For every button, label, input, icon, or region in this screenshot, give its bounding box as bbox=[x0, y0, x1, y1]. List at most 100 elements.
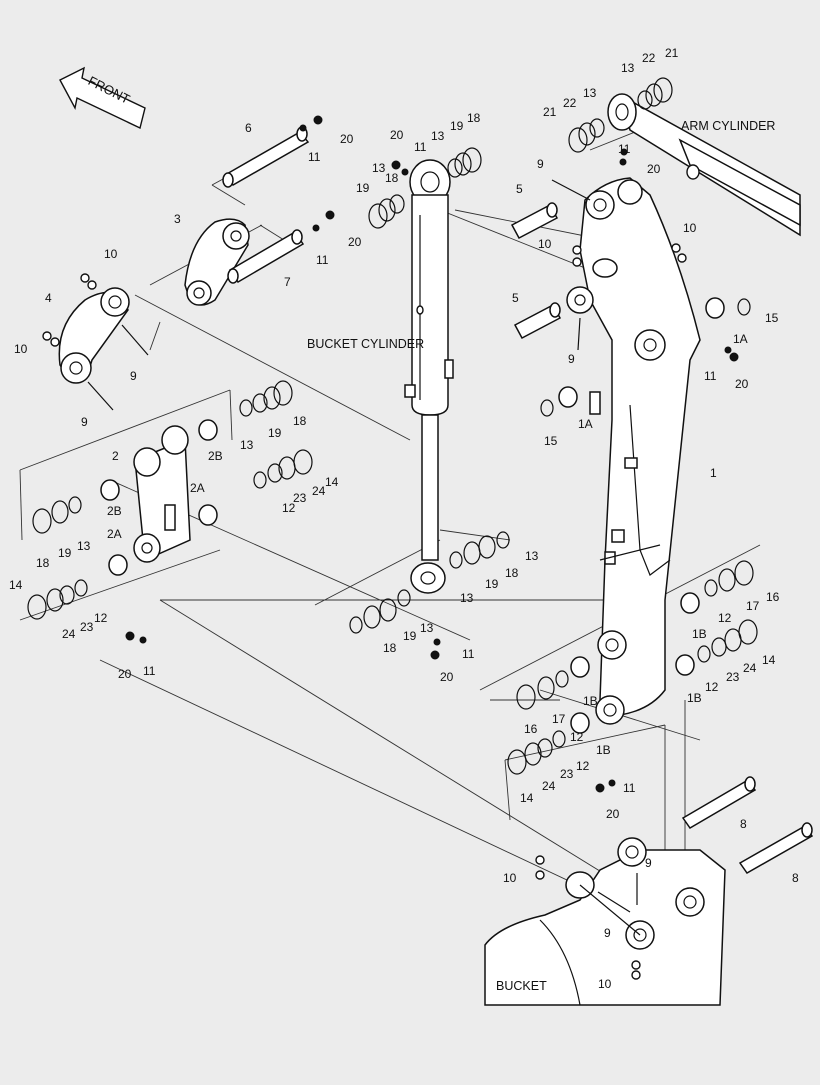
callout-11: 11 bbox=[143, 664, 156, 678]
callout-1A: 1A bbox=[578, 417, 593, 431]
pin-7 bbox=[227, 229, 305, 284]
callout-9: 9 bbox=[537, 157, 544, 171]
assembly-leader-lines bbox=[19, 129, 801, 906]
callout-12: 12 bbox=[718, 611, 732, 625]
callout-13: 13 bbox=[621, 61, 635, 75]
pin-8-upper bbox=[681, 776, 757, 829]
callout-19: 19 bbox=[450, 119, 464, 133]
callout-10: 10 bbox=[683, 221, 697, 235]
callout-1B: 1B bbox=[692, 627, 707, 641]
front-direction-arrow: FRONT bbox=[59, 66, 146, 129]
callout-14: 14 bbox=[762, 653, 776, 667]
bucket-label: BUCKET bbox=[496, 979, 547, 993]
arm-body bbox=[566, 177, 701, 725]
callout-2A: 2A bbox=[107, 527, 122, 541]
bushings bbox=[100, 297, 725, 734]
callout-18: 18 bbox=[505, 566, 519, 580]
callout-15: 15 bbox=[544, 434, 558, 448]
bucket bbox=[484, 837, 726, 1006]
callout-13: 13 bbox=[420, 621, 434, 635]
callout-20: 20 bbox=[606, 807, 620, 821]
callout-13: 13 bbox=[431, 129, 445, 143]
callout-9: 9 bbox=[568, 352, 575, 366]
callout-22: 22 bbox=[563, 96, 577, 110]
bucket-cylinder bbox=[404, 159, 454, 594]
callout-13: 13 bbox=[77, 539, 91, 553]
callout-5: 5 bbox=[512, 291, 519, 305]
callout-21: 21 bbox=[665, 46, 679, 60]
pin-5-upper bbox=[510, 202, 559, 240]
pin-8-lower bbox=[738, 822, 814, 874]
callout-9: 9 bbox=[645, 856, 652, 870]
callout-10: 10 bbox=[104, 247, 118, 261]
washer-stacks bbox=[27, 77, 758, 775]
callout-17: 17 bbox=[746, 599, 760, 613]
callout-20: 20 bbox=[118, 667, 132, 681]
callout-10: 10 bbox=[598, 977, 612, 991]
callout-2B: 2B bbox=[107, 504, 122, 518]
callout-12: 12 bbox=[570, 730, 584, 744]
callout-14: 14 bbox=[520, 791, 534, 805]
callout-1A: 1A bbox=[733, 332, 748, 346]
callout-24: 24 bbox=[542, 779, 556, 793]
callout-11: 11 bbox=[308, 150, 321, 164]
callout-1B: 1B bbox=[687, 691, 702, 705]
callout-16: 16 bbox=[524, 722, 538, 736]
callout-16: 16 bbox=[766, 590, 780, 604]
callout-20: 20 bbox=[440, 670, 454, 684]
callout-20: 20 bbox=[340, 132, 354, 146]
callout-18: 18 bbox=[36, 556, 50, 570]
callout-13: 13 bbox=[372, 161, 386, 175]
callout-13: 13 bbox=[460, 591, 474, 605]
callout-12: 12 bbox=[705, 680, 719, 694]
callout-19: 19 bbox=[356, 181, 370, 195]
callout-21: 21 bbox=[543, 105, 557, 119]
callout-11: 11 bbox=[462, 647, 475, 661]
arm-cylinder bbox=[607, 93, 801, 237]
callout-11: 11 bbox=[623, 781, 636, 795]
callout-11: 11 bbox=[316, 253, 329, 267]
callout-3: 3 bbox=[174, 212, 181, 226]
callout-9: 9 bbox=[130, 369, 137, 383]
callout-17: 17 bbox=[552, 712, 566, 726]
callout-7: 7 bbox=[284, 275, 291, 289]
callout-9: 9 bbox=[604, 926, 611, 940]
callout-13: 13 bbox=[240, 438, 254, 452]
callout-18: 18 bbox=[385, 171, 399, 185]
callout-23: 23 bbox=[80, 620, 94, 634]
callout-19: 19 bbox=[268, 426, 282, 440]
callout-14: 14 bbox=[325, 475, 339, 489]
callout-1: 1 bbox=[710, 466, 717, 480]
callout-12: 12 bbox=[282, 501, 296, 515]
callout-4: 4 bbox=[45, 291, 52, 305]
callout-labels: 2122132122131120620112011191813131918951… bbox=[9, 46, 799, 991]
link-part-2 bbox=[133, 425, 191, 563]
callout-2B: 2B bbox=[208, 449, 223, 463]
pin-5-lower bbox=[513, 302, 562, 340]
link-part-3 bbox=[184, 218, 250, 306]
callout-18: 18 bbox=[383, 641, 397, 655]
callout-8: 8 bbox=[792, 871, 799, 885]
callout-23: 23 bbox=[726, 670, 740, 684]
callout-12: 12 bbox=[576, 759, 590, 773]
callout-22: 22 bbox=[642, 51, 656, 65]
callout-18: 18 bbox=[467, 111, 481, 125]
callout-6: 6 bbox=[245, 121, 252, 135]
bolts bbox=[87, 179, 638, 913]
callout-1B: 1B bbox=[583, 694, 598, 708]
callout-10: 10 bbox=[538, 237, 552, 251]
fittings-and-nuts bbox=[42, 115, 739, 980]
callout-20: 20 bbox=[735, 377, 749, 391]
callout-20: 20 bbox=[390, 128, 404, 142]
callout-11: 11 bbox=[414, 140, 427, 154]
callout-9: 9 bbox=[81, 415, 88, 429]
callout-14: 14 bbox=[9, 578, 23, 592]
callout-10: 10 bbox=[14, 342, 28, 356]
callout-5: 5 bbox=[516, 182, 523, 196]
callout-23: 23 bbox=[560, 767, 574, 781]
callout-13: 13 bbox=[583, 86, 597, 100]
callout-19: 19 bbox=[403, 629, 417, 643]
callout-13: 13 bbox=[525, 549, 539, 563]
